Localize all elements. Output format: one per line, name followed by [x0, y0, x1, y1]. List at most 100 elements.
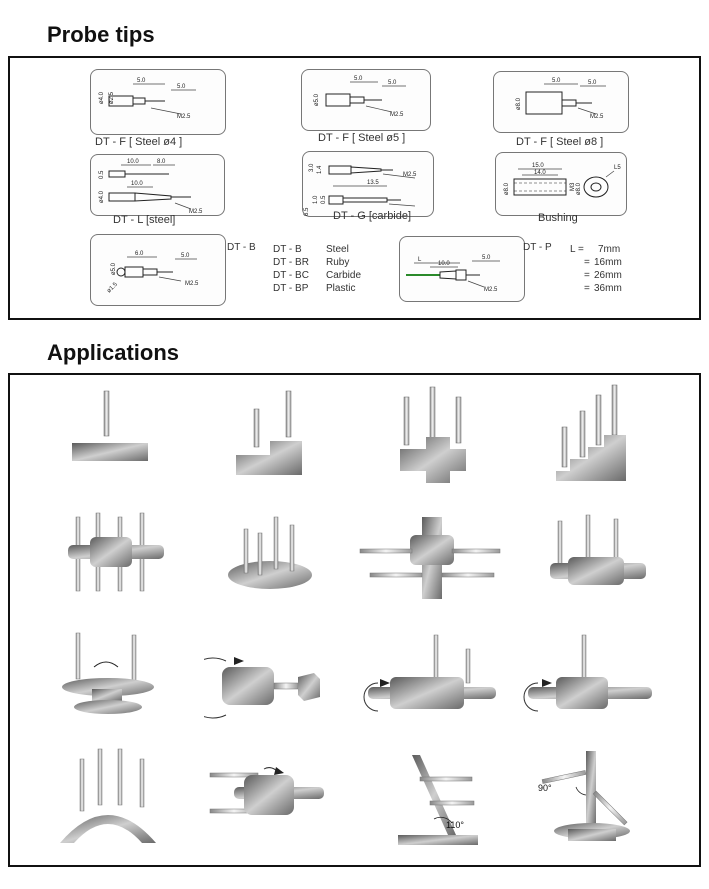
dt-p-row-value: 7mm: [598, 244, 621, 255]
f5-l2-label: 5.0: [388, 80, 397, 86]
probe-b-drawing: 6.0 5.0 M2.5 ø5.0 ø1.5: [106, 251, 199, 294]
dt-b-row-code: DT - BR: [273, 257, 309, 268]
p-l1-label: 10.0: [438, 261, 450, 267]
dt-p-row-value: 16mm: [594, 257, 622, 268]
dt-p-row-prefix: =: [584, 270, 590, 281]
application-multi-step-illustration: [550, 381, 660, 485]
probe-card-dt-f-8: 5.0 5.0 M2.5 ø8.0 DT - F [ Steel ø8 ]: [493, 71, 629, 148]
f5-d1-label: ø5.0: [314, 93, 320, 106]
p-l2-label: 5.0: [482, 255, 491, 261]
b-l2-label: 5.0: [181, 253, 190, 259]
angle-110-label: 110°: [446, 820, 464, 830]
application-angled-90-illustration: 90°: [536, 747, 660, 847]
application-step-surface-illustration: [230, 383, 330, 483]
application-inclined-110-illustration: 110°: [394, 753, 494, 853]
f8-caption: DT - F [ Steel ø8 ]: [516, 136, 604, 148]
f8-l2-label: 5.0: [588, 80, 597, 86]
f4-thread-label: M2.5: [177, 114, 191, 120]
dt-p-row-prefix: =: [584, 257, 590, 268]
f8-thread-label: M2.5: [590, 114, 604, 120]
dt-p-row-prefix: =: [584, 283, 590, 294]
probe-card-dt-b: 6.0 5.0 M2.5 ø5.0 ø1.5: [90, 234, 226, 306]
b-d1-label: ø5.0: [111, 262, 117, 275]
dt-b-row-material: Plastic: [326, 283, 356, 294]
bushing-l2-label: 14.0: [534, 170, 546, 176]
probe-g-drawing: 13.5 M2.5 3.0 1.4 1.0 0.5 6.5: [304, 163, 417, 216]
bushing-drawing: 15.0 14.0 L5 ø8.0 M3 ø8.0: [504, 163, 621, 198]
dt-p-row-prefix: L =: [570, 244, 584, 255]
f5-caption: DT - F [ Steel ø5 ]: [318, 132, 406, 144]
dt-b-row-material: Steel: [326, 244, 349, 255]
application-rotating-face-illustration: [204, 653, 334, 723]
f4-l1-label: 5.0: [137, 78, 146, 84]
probe-f8-drawing: 5.0 5.0 M2.5 ø8.0: [516, 78, 606, 120]
bushing-d3-label: ø8.0: [576, 182, 582, 195]
application-curved-surface-illustration: [58, 747, 168, 847]
application-cylinder-probes-illustration: [546, 511, 656, 601]
g-l1-label: 13.5: [367, 180, 379, 186]
g-d3-label: 1.0: [313, 195, 319, 204]
dt-b-row-material: Ruby: [326, 257, 350, 268]
l-l2-label: 8.0: [157, 159, 166, 165]
application-side-probes-shaft-illustration: [204, 761, 334, 841]
probe-tips-heading: Probe tips: [47, 22, 155, 47]
dt-p-label: DT - P: [523, 242, 552, 253]
application-disc-probes-illustration: [222, 511, 322, 601]
g-d4-label: 0.5: [321, 195, 327, 204]
angle-90-label: 90°: [538, 783, 552, 793]
dt-b-label: DT - B: [227, 242, 256, 253]
probe-f5-drawing: 5.0 5.0 M2.5 ø5.0: [314, 76, 406, 118]
l-caption: DT - L [steel]: [113, 214, 176, 226]
bushing-r-label: L5: [614, 165, 621, 171]
l-l3-label: 10.0: [131, 181, 143, 187]
application-height-comparison-illustration: [396, 383, 496, 483]
applications-heading: Applications: [47, 340, 180, 365]
f4-l2-label: 5.0: [177, 84, 186, 90]
l-l1-label: 10.0: [127, 159, 139, 165]
b-d2-label: ø1.5: [106, 281, 119, 294]
bushing-d1-label: ø8.0: [504, 182, 510, 195]
g-d1-label: 3.0: [309, 163, 315, 172]
dt-b-row-material: Carbide: [326, 270, 362, 281]
probe-card-dt-f-4: 5.0 5.0 M2.5 ø4.0 ø2.5 DT - F [ Steel ø4…: [90, 69, 226, 148]
g-d2-label: 1.4: [317, 165, 323, 174]
g-thread-label: M2.5: [403, 172, 417, 178]
f4-d2-label: ø2.5: [109, 91, 115, 104]
dt-b-row-code: DT - BP: [273, 283, 309, 294]
probe-tips-panel: 5.0 5.0 M2.5 ø4.0 ø2.5 DT - F [ Steel ø4…: [8, 56, 701, 320]
application-shaft-multi-probe-illustration: [66, 509, 176, 599]
dt-p-row-value: 36mm: [594, 283, 622, 294]
applications-panel: 110° 90°: [8, 373, 701, 867]
b-thread-label: M2.5: [185, 281, 199, 287]
bushing-caption: Bushing: [538, 212, 578, 224]
f8-d1-label: ø8.0: [516, 97, 522, 110]
dt-b-row-code: DT - BC: [273, 270, 309, 281]
f5-thread-label: M2.5: [390, 112, 404, 118]
application-rotating-cylinder-illustration: [516, 631, 660, 721]
f4-caption: DT - F [ Steel ø4 ]: [95, 136, 183, 148]
l-d1-label: 0.5: [99, 170, 105, 179]
application-flat-surface-illustration: [60, 383, 170, 483]
l-d2-label: ø4.0: [99, 190, 105, 203]
bushing-card: 15.0 14.0 L5 ø8.0 M3 ø8.0 Bushing: [495, 152, 627, 224]
application-runout-disc-illustration: [58, 631, 168, 721]
b-l1-label: 6.0: [135, 251, 144, 257]
bushing-l1-label: 15.0: [532, 163, 544, 169]
probe-card-dt-p: L 10.0 5.0 M2.5: [399, 236, 525, 302]
probe-card-dt-f-5: 5.0 5.0 M2.5 ø5.0 DT - F [ Steel ø5 ]: [301, 69, 431, 144]
l-thread-label: M2.5: [189, 209, 203, 215]
dt-p-row-value: 26mm: [594, 270, 622, 281]
g-d5-label: 6.5: [304, 207, 310, 216]
p-thread-label: M2.5: [484, 287, 498, 293]
f4-d1-label: ø4.0: [99, 91, 105, 104]
bushing-d2-label: M3: [570, 182, 576, 191]
dt-b-row-code: DT - B: [273, 244, 302, 255]
g-caption: DT - G [carbide]: [333, 210, 412, 222]
f5-l1-label: 5.0: [354, 76, 363, 82]
probe-card-dt-g: 13.5 M2.5 3.0 1.4 1.0 0.5 6.5 DT - G [ca…: [302, 151, 434, 222]
probe-p-drawing: L 10.0 5.0 M2.5: [406, 255, 500, 293]
probe-card-dt-l: 10.0 8.0 10.0 M2.5 0.5 ø4.0 DT - L [stee…: [90, 154, 225, 226]
application-rotating-shaft-illustration: [360, 631, 504, 721]
application-horizontal-probes-illustration: [356, 513, 506, 603]
probe-l-drawing: 10.0 8.0 10.0 M2.5 0.5 ø4.0: [99, 159, 203, 215]
